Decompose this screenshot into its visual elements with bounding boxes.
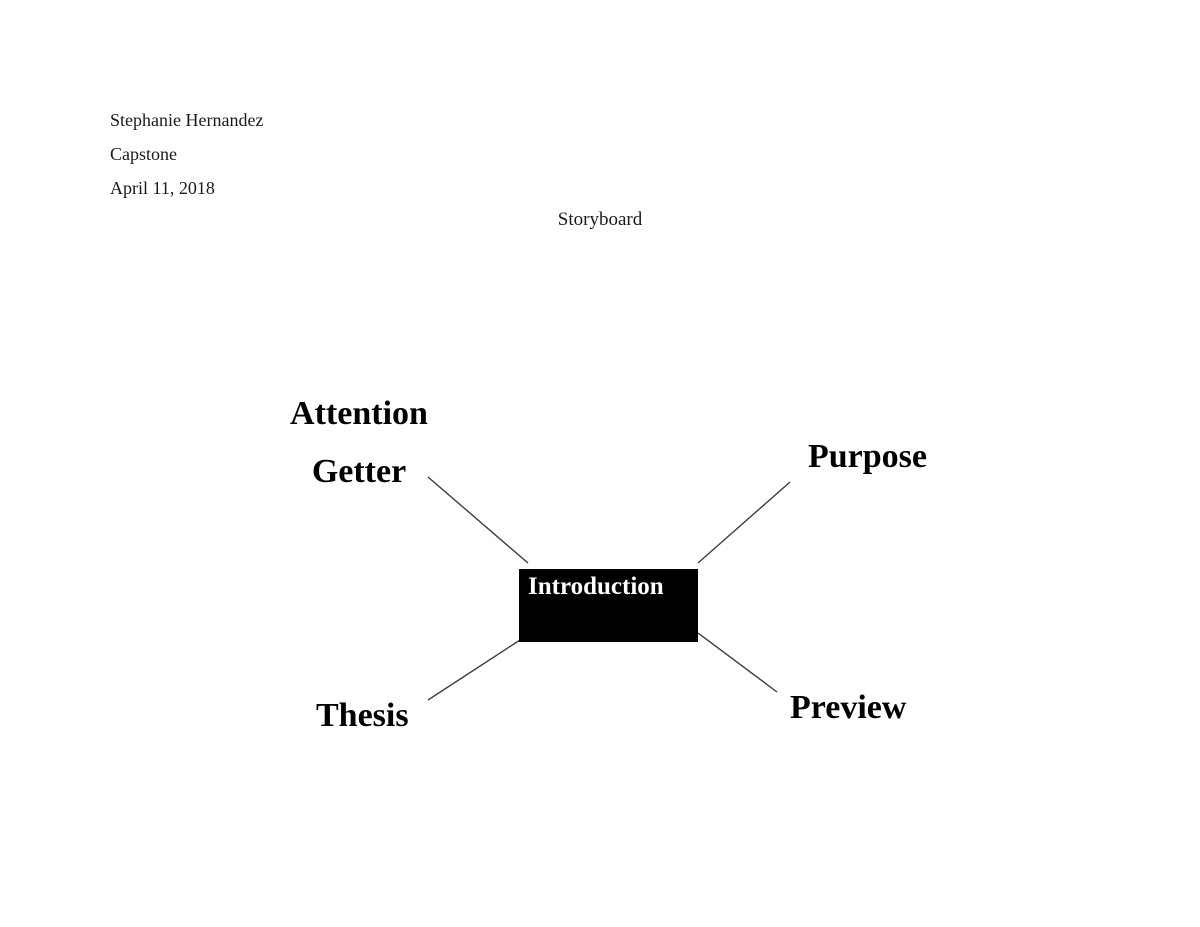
header-block: Stephanie Hernandez Capstone April 11, 2… bbox=[110, 110, 263, 212]
course-line: Capstone bbox=[110, 144, 177, 164]
author-line: Stephanie Hernandez bbox=[110, 110, 264, 130]
branch-label-thesis: Thesis bbox=[316, 697, 409, 734]
branch-label-attention-getter: Attention Getter bbox=[248, 385, 470, 501]
page-title: Storyboard bbox=[557, 209, 643, 230]
connector-thesis-line bbox=[427, 639, 521, 701]
branch-label-preview: Preview bbox=[790, 689, 907, 726]
introduction-node-label: Introduction bbox=[528, 573, 664, 600]
attention-label-line2: Getter bbox=[311, 453, 407, 490]
connector-purpose-line bbox=[697, 481, 791, 564]
branch-label-purpose: Purpose bbox=[808, 438, 927, 475]
introduction-node: Introduction bbox=[519, 569, 698, 642]
attention-label-line1: Attention bbox=[290, 395, 428, 432]
date-line: April 11, 2018 bbox=[110, 178, 215, 198]
connector-preview-line bbox=[697, 632, 778, 693]
